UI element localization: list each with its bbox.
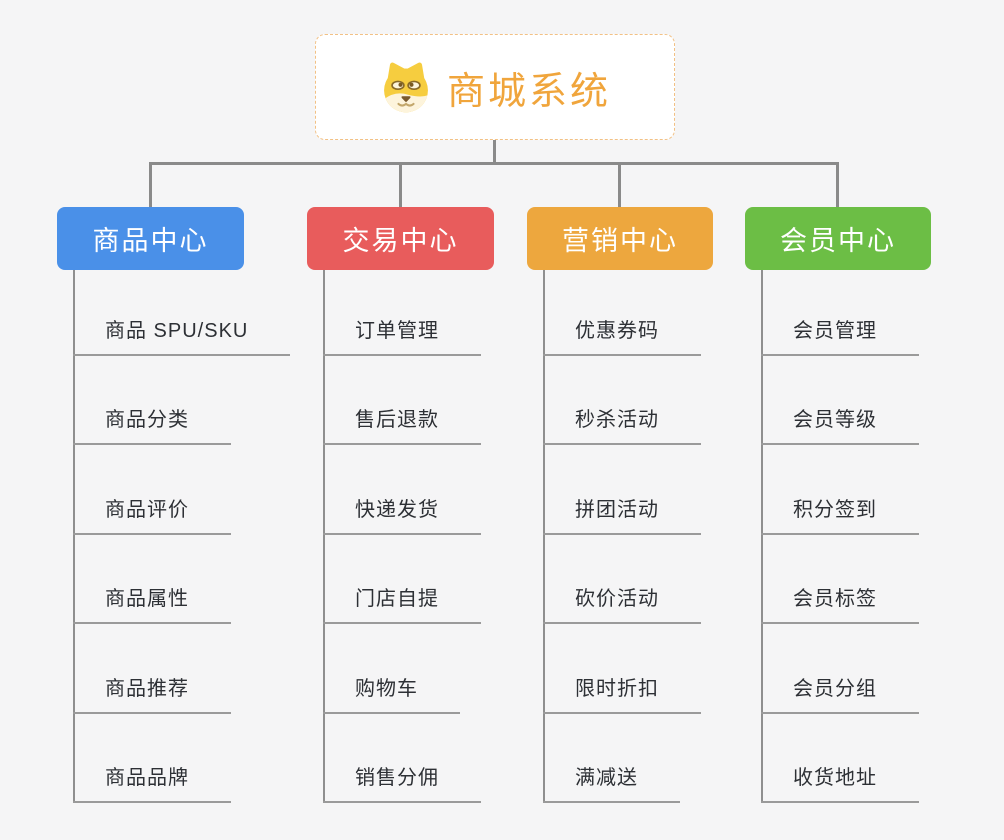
doge-icon — [384, 62, 428, 113]
branch-node-marketing-center[interactable]: 营销中心 — [527, 207, 713, 270]
connector-stub-trade — [399, 162, 402, 208]
leaf-topic-shopping-cart[interactable]: 购物车 — [323, 676, 460, 714]
branch-node-trade-center[interactable]: 交易中心 — [307, 207, 494, 270]
branch-node-member-center[interactable]: 会员中心 — [745, 207, 931, 270]
leaf-topic-sales-commission[interactable]: 销售分佣 — [323, 765, 481, 803]
branch-label: 商品中心 — [92, 226, 209, 256]
connector-stub-member — [836, 162, 839, 208]
leaf-topic-group-buy[interactable]: 拼团活动 — [543, 497, 701, 535]
root-topic[interactable]: 商城系统 — [315, 34, 675, 140]
leaf-topic-limited-time-discount[interactable]: 限时折扣 — [543, 676, 701, 714]
connector-trunk-marketing — [543, 270, 545, 803]
connector-stub-product — [149, 162, 152, 208]
leaf-topic-coupon-code[interactable]: 优惠券码 — [543, 318, 701, 356]
connector-trunk-trade — [323, 270, 325, 803]
leaf-topic-store-pickup[interactable]: 门店自提 — [323, 586, 481, 624]
leaf-topic-member-management[interactable]: 会员管理 — [761, 318, 919, 356]
leaf-topic-bargain-activity[interactable]: 砍价活动 — [543, 586, 701, 624]
leaf-topic-order-management[interactable]: 订单管理 — [323, 318, 481, 356]
connector-trunk-product — [73, 270, 75, 803]
branch-node-product-center[interactable]: 商品中心 — [57, 207, 244, 270]
leaf-topic-express-delivery[interactable]: 快递发货 — [323, 497, 481, 535]
connector-trunk-member — [761, 270, 763, 803]
leaf-topic-spend-and-save[interactable]: 满减送 — [543, 765, 680, 803]
branch-label: 营销中心 — [562, 226, 678, 256]
leaf-topic-aftersale-refund[interactable]: 售后退款 — [323, 407, 481, 445]
root-topic-label: 商城系统 — [446, 70, 611, 113]
leaf-topic-shipping-address[interactable]: 收货地址 — [761, 765, 919, 803]
leaf-topic-product-attribute[interactable]: 商品属性 — [73, 586, 231, 624]
leaf-topic-member-tags[interactable]: 会员标签 — [761, 586, 919, 624]
leaf-topic-product-recommend[interactable]: 商品推荐 — [73, 676, 231, 714]
leaf-topic-product-spu-sku[interactable]: 商品 SPU/SKU — [73, 318, 291, 356]
leaf-topic-points-checkin[interactable]: 积分签到 — [761, 497, 919, 535]
branch-label: 交易中心 — [342, 226, 459, 256]
leaf-topic-product-brand[interactable]: 商品品牌 — [73, 765, 231, 803]
leaf-topic-flash-sale[interactable]: 秒杀活动 — [543, 407, 701, 445]
connector-horizontal-rail — [149, 162, 839, 165]
branch-label: 会员中心 — [780, 226, 896, 256]
leaf-topic-member-level[interactable]: 会员等级 — [761, 407, 919, 445]
leaf-topic-product-category[interactable]: 商品分类 — [73, 407, 231, 445]
connector-stub-marketing — [618, 162, 621, 208]
connector-root-trunk — [493, 140, 496, 165]
leaf-topic-member-groups[interactable]: 会员分组 — [761, 676, 919, 714]
leaf-topic-product-review[interactable]: 商品评价 — [73, 497, 231, 535]
